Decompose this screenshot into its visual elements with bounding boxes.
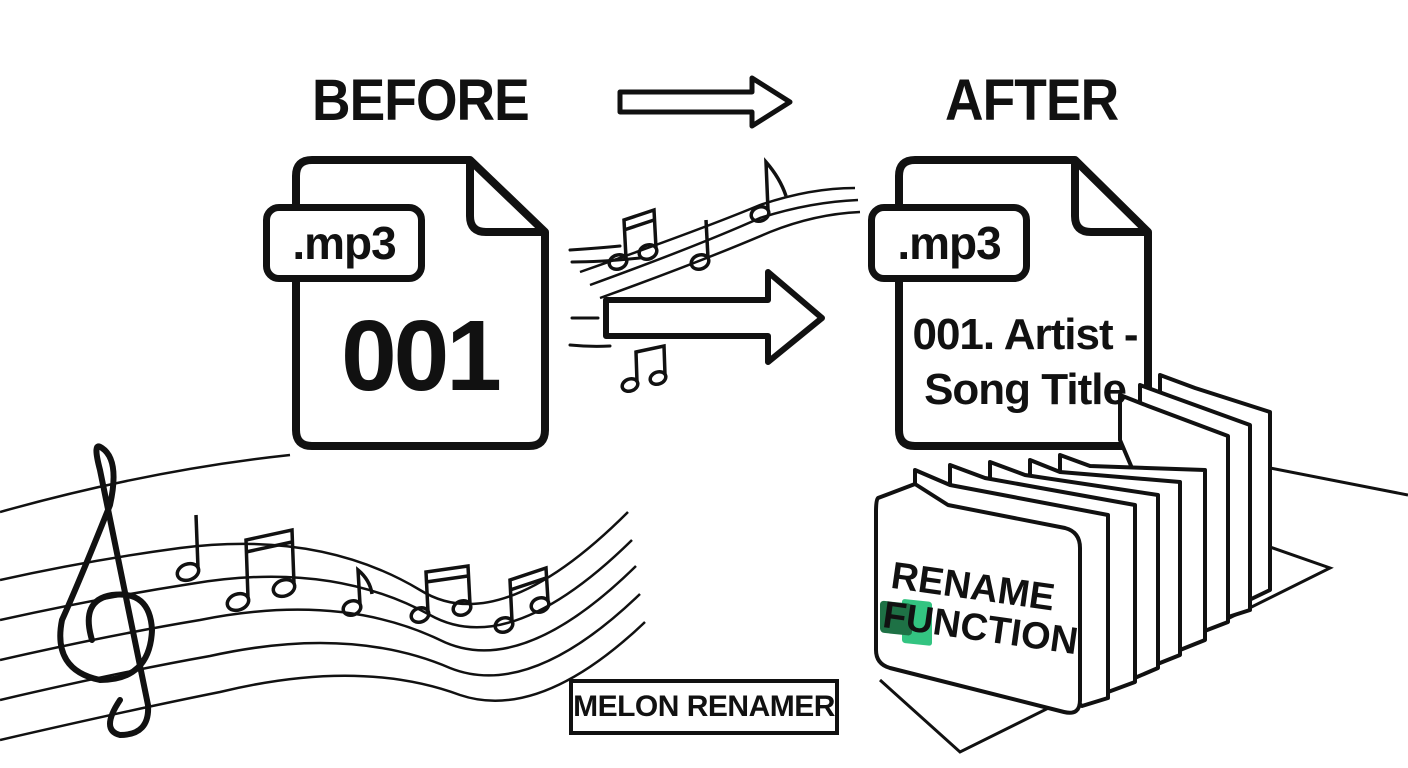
excel-icon (880, 599, 932, 646)
treble-clef-icon (57, 443, 156, 739)
music-notes-bottom (175, 514, 551, 635)
before-file-name: 001 (341, 300, 502, 412)
arrow-main-icon (603, 269, 825, 365)
before-label: BEFORE (312, 68, 530, 133)
music-staff-top (579, 186, 861, 300)
after-label: AFTER (945, 68, 1119, 133)
arrow-top-icon (617, 75, 793, 129)
motion-lines (568, 244, 642, 348)
before-extension-badge: .mp3 (263, 204, 425, 282)
brand-label: MELON RENAMER (569, 679, 839, 735)
after-extension-badge: .mp3 (868, 204, 1030, 282)
folder-stack (874, 373, 1272, 715)
after-file-name-line1: 001. Artist - (912, 310, 1138, 359)
excel-icon-letter: X (894, 521, 910, 546)
music-notes-top (607, 157, 788, 394)
after-file-name-line2: Song Title (924, 365, 1127, 414)
